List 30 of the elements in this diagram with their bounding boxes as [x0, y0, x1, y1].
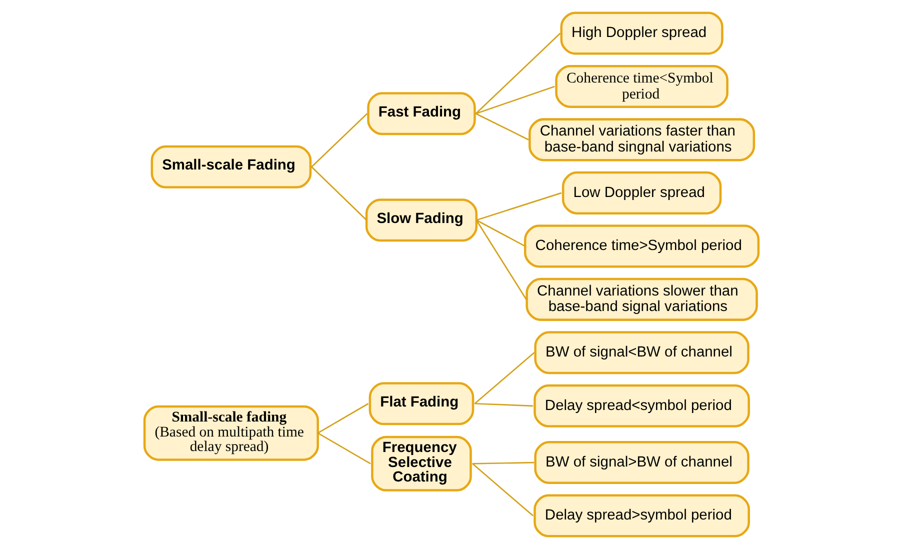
connector — [472, 462, 534, 464]
node-box: Slow Fading — [364, 198, 478, 242]
node-box: Coherence time>Symbol period — [524, 224, 760, 268]
node-box: Flat Fading — [368, 382, 474, 426]
connector — [310, 113, 368, 168]
connector — [317, 403, 368, 434]
connector — [474, 352, 534, 404]
node-box: Channel variations slower than base-band signal variations — [525, 278, 758, 321]
connector — [310, 166, 367, 221]
connector — [474, 32, 560, 114]
node-box: Frequency Selective Coating — [370, 436, 472, 492]
node-box: Low Doppler spread — [561, 171, 722, 214]
node-box: Fast Fading — [366, 92, 476, 136]
connector — [476, 220, 525, 247]
node-box: Coherence time<Symbol period — [554, 64, 728, 108]
node-box: BW of signal>BW of channel — [534, 441, 749, 484]
connector — [475, 113, 528, 140]
connector — [475, 220, 526, 300]
node-box: Channel variations faster than base-band singnal variations — [528, 118, 755, 162]
node-box: BW of signal<BW of channel — [534, 331, 749, 374]
node-box: Delay spread<symbol period — [533, 384, 750, 428]
node-box: Delay spread>symbol period — [533, 494, 750, 538]
node-box: Small-scale fading (Based on multipath time delay spread) — [142, 405, 318, 461]
connector — [476, 192, 562, 221]
connector — [474, 402, 533, 407]
node-box: Small-scale Fading — [150, 145, 312, 188]
connector — [317, 432, 370, 464]
node-box: High Doppler spread — [560, 12, 723, 55]
connector — [472, 463, 533, 516]
connector — [475, 86, 554, 114]
